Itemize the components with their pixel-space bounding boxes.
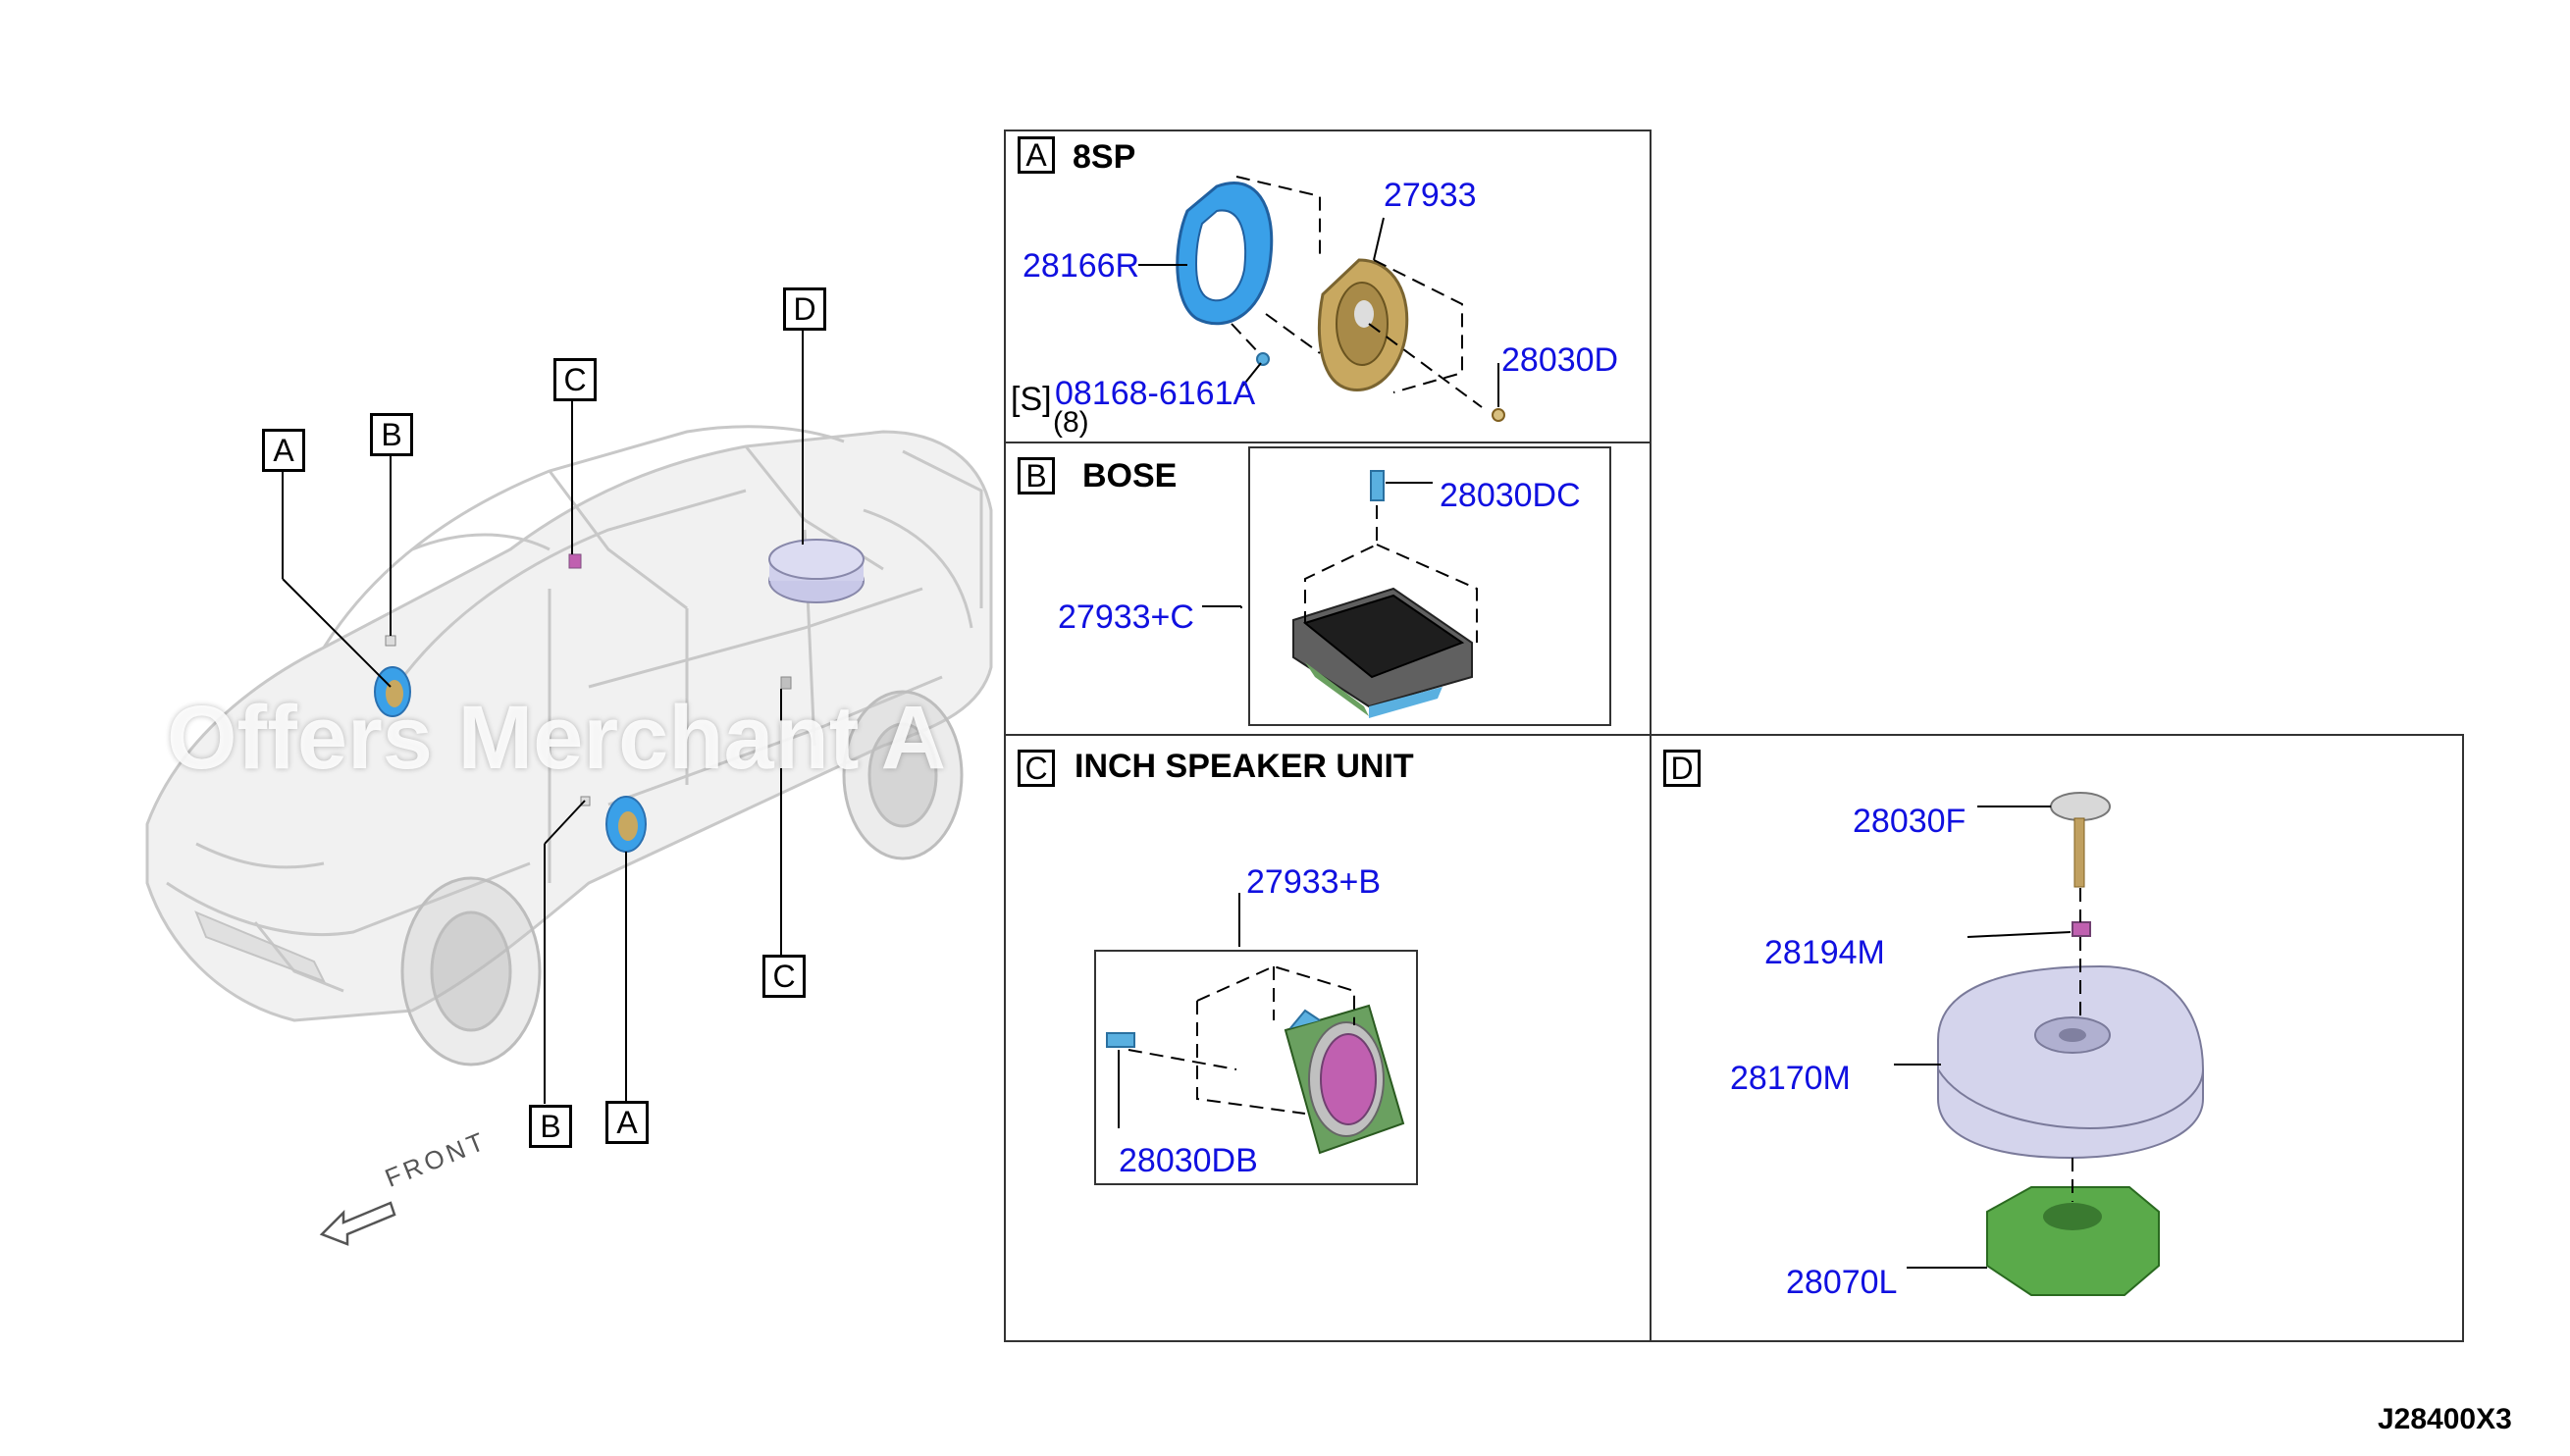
part-28030F: 28030F (1853, 803, 1967, 840)
part-28170M: 28170M (1730, 1060, 1851, 1097)
panel-a-tag: A (1018, 136, 1055, 174)
car-speaker-c-lower (780, 676, 792, 690)
panel-d-subwoofer-28170M (1937, 964, 2204, 1160)
part-28166R: 28166R (1023, 247, 1140, 285)
panel-b-screw-icon (1370, 470, 1385, 501)
part-28194M: 28194M (1764, 934, 1885, 971)
panel-c-speaker-unit (1284, 1004, 1405, 1155)
diagram-code: J28400X3 (2378, 1403, 2512, 1435)
car-wheels (400, 690, 964, 1066)
panel-c-inner-frame (1094, 950, 1418, 1185)
part-27933C: 27933+C (1058, 598, 1194, 636)
bolt-quantity: (8) (1053, 406, 1089, 439)
panel-c-leader-lines (1118, 893, 1240, 1128)
part-28030DB: 28030DB (1119, 1142, 1258, 1179)
car-speaker-b (385, 635, 396, 647)
car-label-b-lower: B (529, 1105, 572, 1148)
panel-c-title: INCH SPEAKER UNIT (1075, 748, 1414, 785)
part-27933: 27933 (1384, 177, 1477, 214)
panel-d-dashed-lines (2072, 888, 2081, 1202)
car-grille (194, 910, 327, 983)
panel-b-leader-lines (1202, 482, 1433, 608)
car-label-a-upper: A (262, 429, 305, 472)
panel-c-dashed-lines (1128, 964, 1355, 1115)
car-label-c-lower: C (762, 955, 806, 998)
panel-a-title: 8SP (1073, 138, 1136, 176)
panel-b-inner-frame (1248, 446, 1611, 726)
panel-b-dashed-lines (1304, 505, 1478, 643)
watermark: Offers Merchant A (167, 688, 947, 788)
panel-a-leader-lines (1138, 217, 1499, 407)
panel-b-bose-speaker (1292, 587, 1473, 718)
panel-b-title: BOSE (1082, 457, 1178, 494)
panel-a-dashed-lines (1231, 176, 1483, 408)
panel-a-ring-bracket (1176, 182, 1274, 326)
panel-a-speaker-27933 (1317, 258, 1409, 392)
panel-a-nut-icon (1492, 408, 1505, 422)
part-28070L: 28070L (1786, 1264, 1898, 1301)
panel-a-screw-icon (1256, 352, 1270, 366)
car-label-a-lower: A (605, 1101, 649, 1144)
panel-b-tag: B (1018, 457, 1055, 494)
car-leader-lines (282, 324, 804, 1104)
car-label-b-upper: B (370, 413, 413, 456)
part-27933B: 27933+B (1246, 863, 1382, 901)
part-08168-6161A: 08168-6161A (1055, 375, 1256, 412)
car-label-c-upper: C (553, 358, 597, 401)
car-speaker-c (568, 553, 582, 569)
car-subwoofer-d (768, 539, 865, 603)
car-label-d: D (783, 287, 826, 331)
part-28030D: 28030D (1501, 341, 1619, 379)
panel-d-tag: D (1663, 750, 1701, 787)
panel-d-leader-lines (1894, 806, 2072, 1269)
car-speaker-a-door (605, 796, 647, 853)
panel-c-tag: C (1018, 750, 1055, 787)
panel-d-frame (1650, 734, 2464, 1342)
part-28030DC: 28030DC (1440, 477, 1581, 514)
front-arrow-icon (319, 1201, 396, 1246)
panel-d-housing-28070L (1986, 1186, 2160, 1296)
bolt-symbol: [S] (1011, 381, 1052, 418)
panel-c-screw-icon (1106, 1032, 1135, 1048)
